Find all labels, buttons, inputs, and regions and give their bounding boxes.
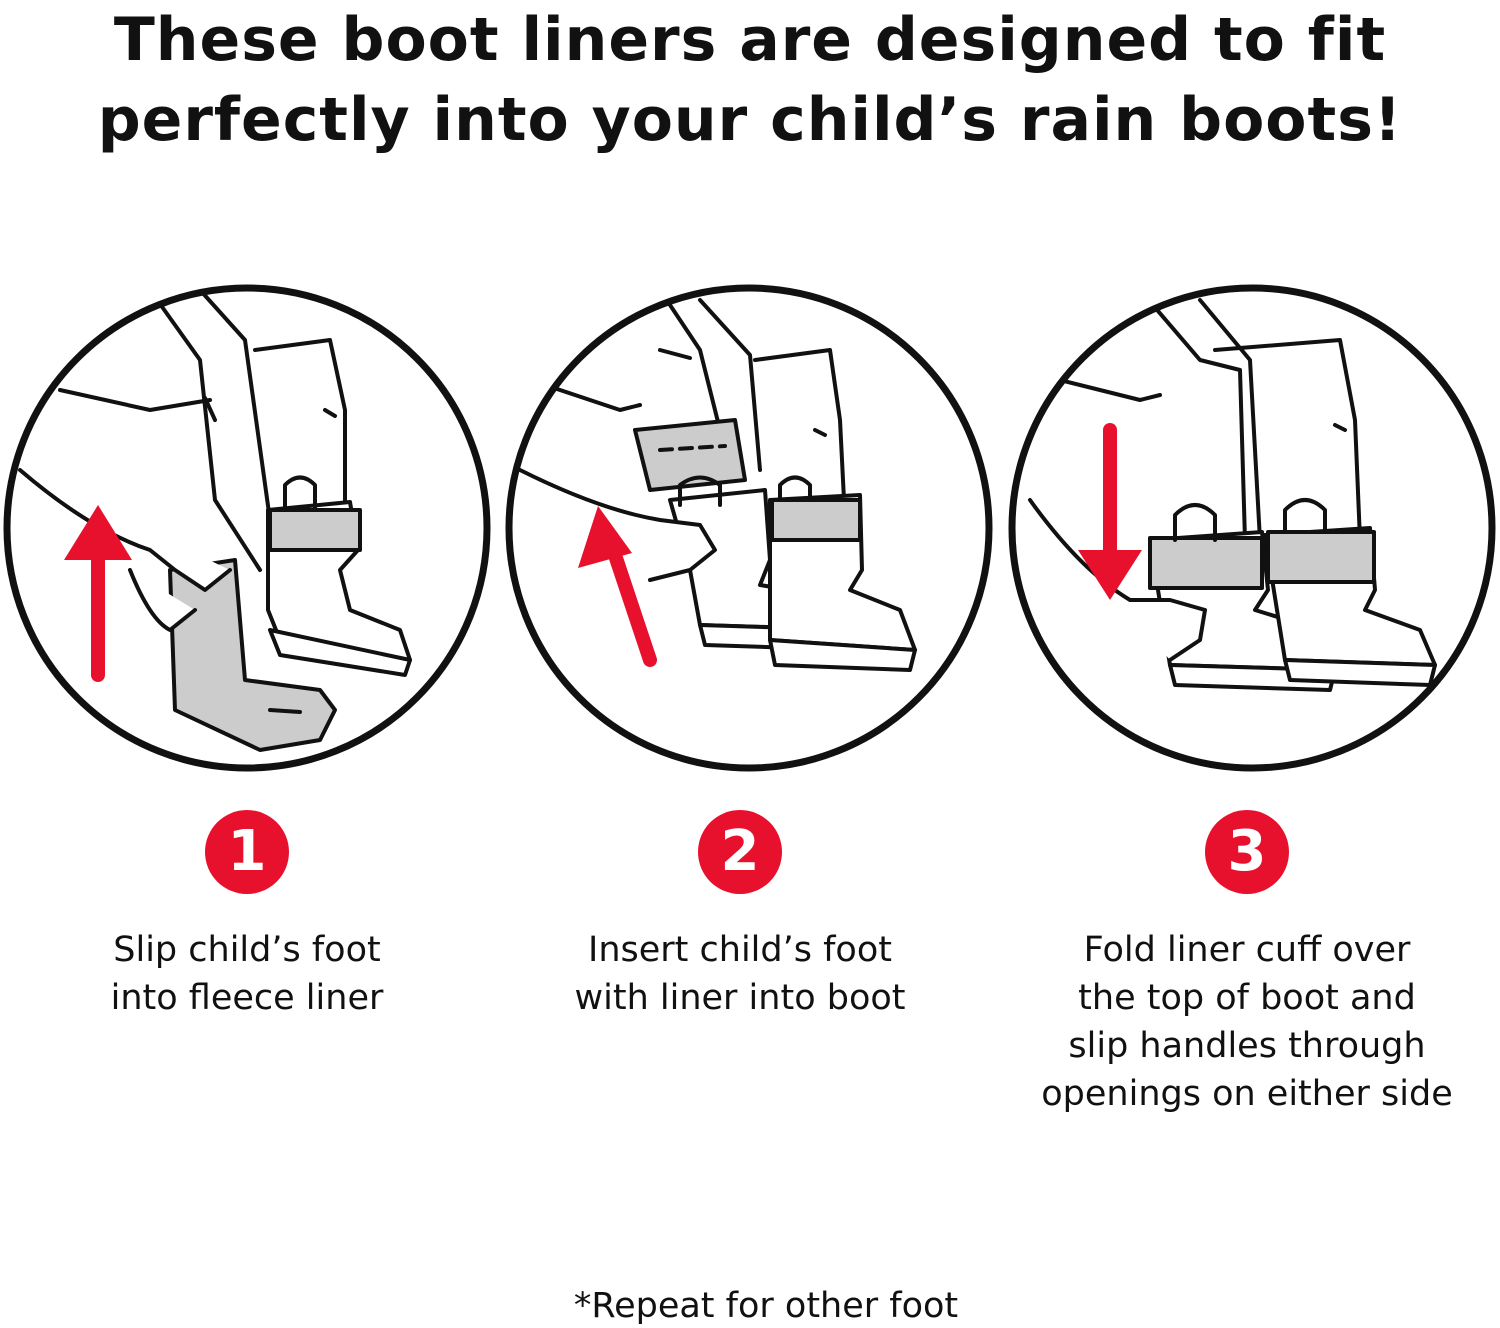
step-2-arrow-up-icon [578, 506, 657, 667]
step-3-arrow-down-icon [1078, 423, 1142, 600]
instruction-illustrations [3, 284, 1496, 772]
step-3-caption-line: slip handles through [1068, 1026, 1426, 1066]
step-1-caption-line: into fleece liner [110, 978, 384, 1018]
step-2-caption: Insert child’s foot with liner into boot [480, 926, 1000, 1022]
step-3-number-badge: 3 [1205, 810, 1289, 894]
headline-line-2: perfectly into your child’s rain boots! [97, 85, 1403, 155]
step-2-number-badge: 2 [698, 810, 782, 894]
step-3-caption-line: openings on either side [1041, 1074, 1453, 1114]
step-1-number-badge: 1 [205, 810, 289, 894]
step-1-illustration [3, 284, 491, 772]
headline: These boot liners are designed to fit pe… [0, 0, 1500, 160]
step-3-caption-line: the top of boot and [1078, 978, 1416, 1018]
step-1-caption: Slip child’s foot into fleece liner [0, 926, 507, 1022]
footnote: *Repeat for other foot [573, 1286, 959, 1326]
headline-line-1: These boot liners are designed to fit [113, 5, 1387, 75]
step-1-caption-line: Slip child’s foot [113, 930, 381, 970]
step-3-caption: Fold liner cuff over the top of boot and… [987, 926, 1500, 1118]
step-2-caption-line: Insert child’s foot [588, 930, 892, 970]
step-3-caption-line: Fold liner cuff over [1083, 930, 1411, 970]
step-3-illustration [1008, 284, 1496, 772]
step-2-caption-line: with liner into boot [574, 978, 906, 1018]
step-2-illustration [505, 284, 993, 772]
step-1-arrow-up-icon [64, 505, 132, 682]
